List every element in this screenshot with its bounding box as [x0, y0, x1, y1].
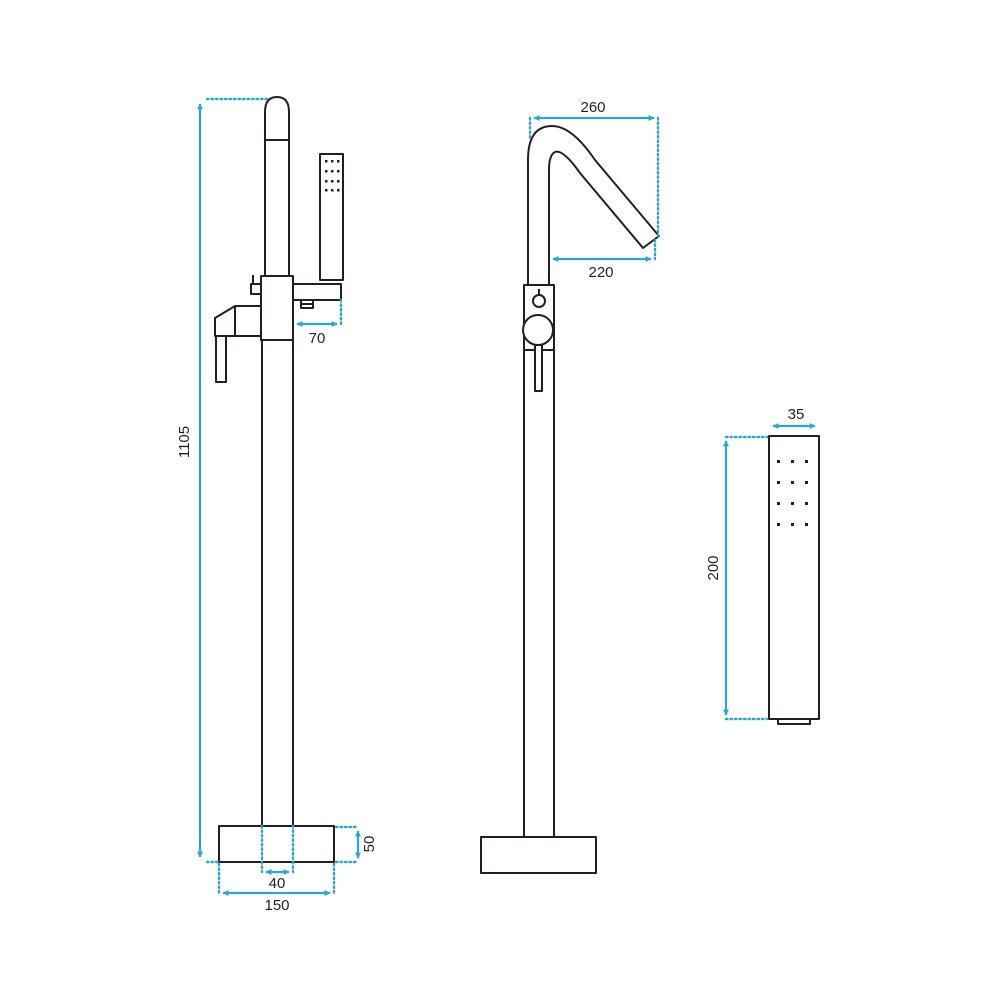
spout-top-label: 260 — [580, 99, 605, 116]
side-view-faucet — [480, 125, 660, 874]
side-lever-handle — [534, 344, 543, 392]
pipe-label: 40 — [269, 875, 286, 892]
spout-bottom-label: 220 — [588, 264, 613, 281]
handshower-length-label: 200 — [705, 555, 722, 580]
front-main-column — [261, 339, 294, 827]
front-base-plate — [218, 825, 335, 863]
front-view-dimensions: 1105 70 50 40 150 — [176, 97, 378, 914]
front-lever-housing — [214, 305, 262, 337]
front-valve-block — [260, 275, 294, 341]
front-lever-handle — [215, 335, 227, 383]
side-view-dimensions: 260 220 — [528, 99, 660, 281]
handshower-body — [768, 435, 820, 720]
handshower-connector — [777, 718, 811, 725]
height-label: 1105 — [176, 426, 193, 458]
front-upper-column — [264, 96, 290, 277]
handshower-detail — [768, 435, 820, 725]
front-diverter-knob — [250, 283, 262, 295]
handshower-jets — [777, 460, 808, 526]
side-curved-spout — [527, 125, 660, 286]
front-holder-arm — [292, 283, 342, 301]
base-height-label: 50 — [361, 836, 378, 853]
front-handshower — [319, 153, 344, 281]
front-view-faucet — [214, 96, 344, 863]
side-main-column — [523, 349, 555, 838]
front-handshower-jets — [325, 160, 340, 192]
base-width-label: 150 — [264, 897, 289, 914]
side-diverter-knob — [532, 294, 546, 308]
reach-label: 70 — [309, 330, 326, 347]
side-base-plate — [480, 836, 597, 874]
side-mixer-cartridge — [522, 314, 554, 346]
handshower-width-label: 35 — [788, 406, 805, 423]
handshower-dimensions: 35 200 — [705, 406, 816, 721]
